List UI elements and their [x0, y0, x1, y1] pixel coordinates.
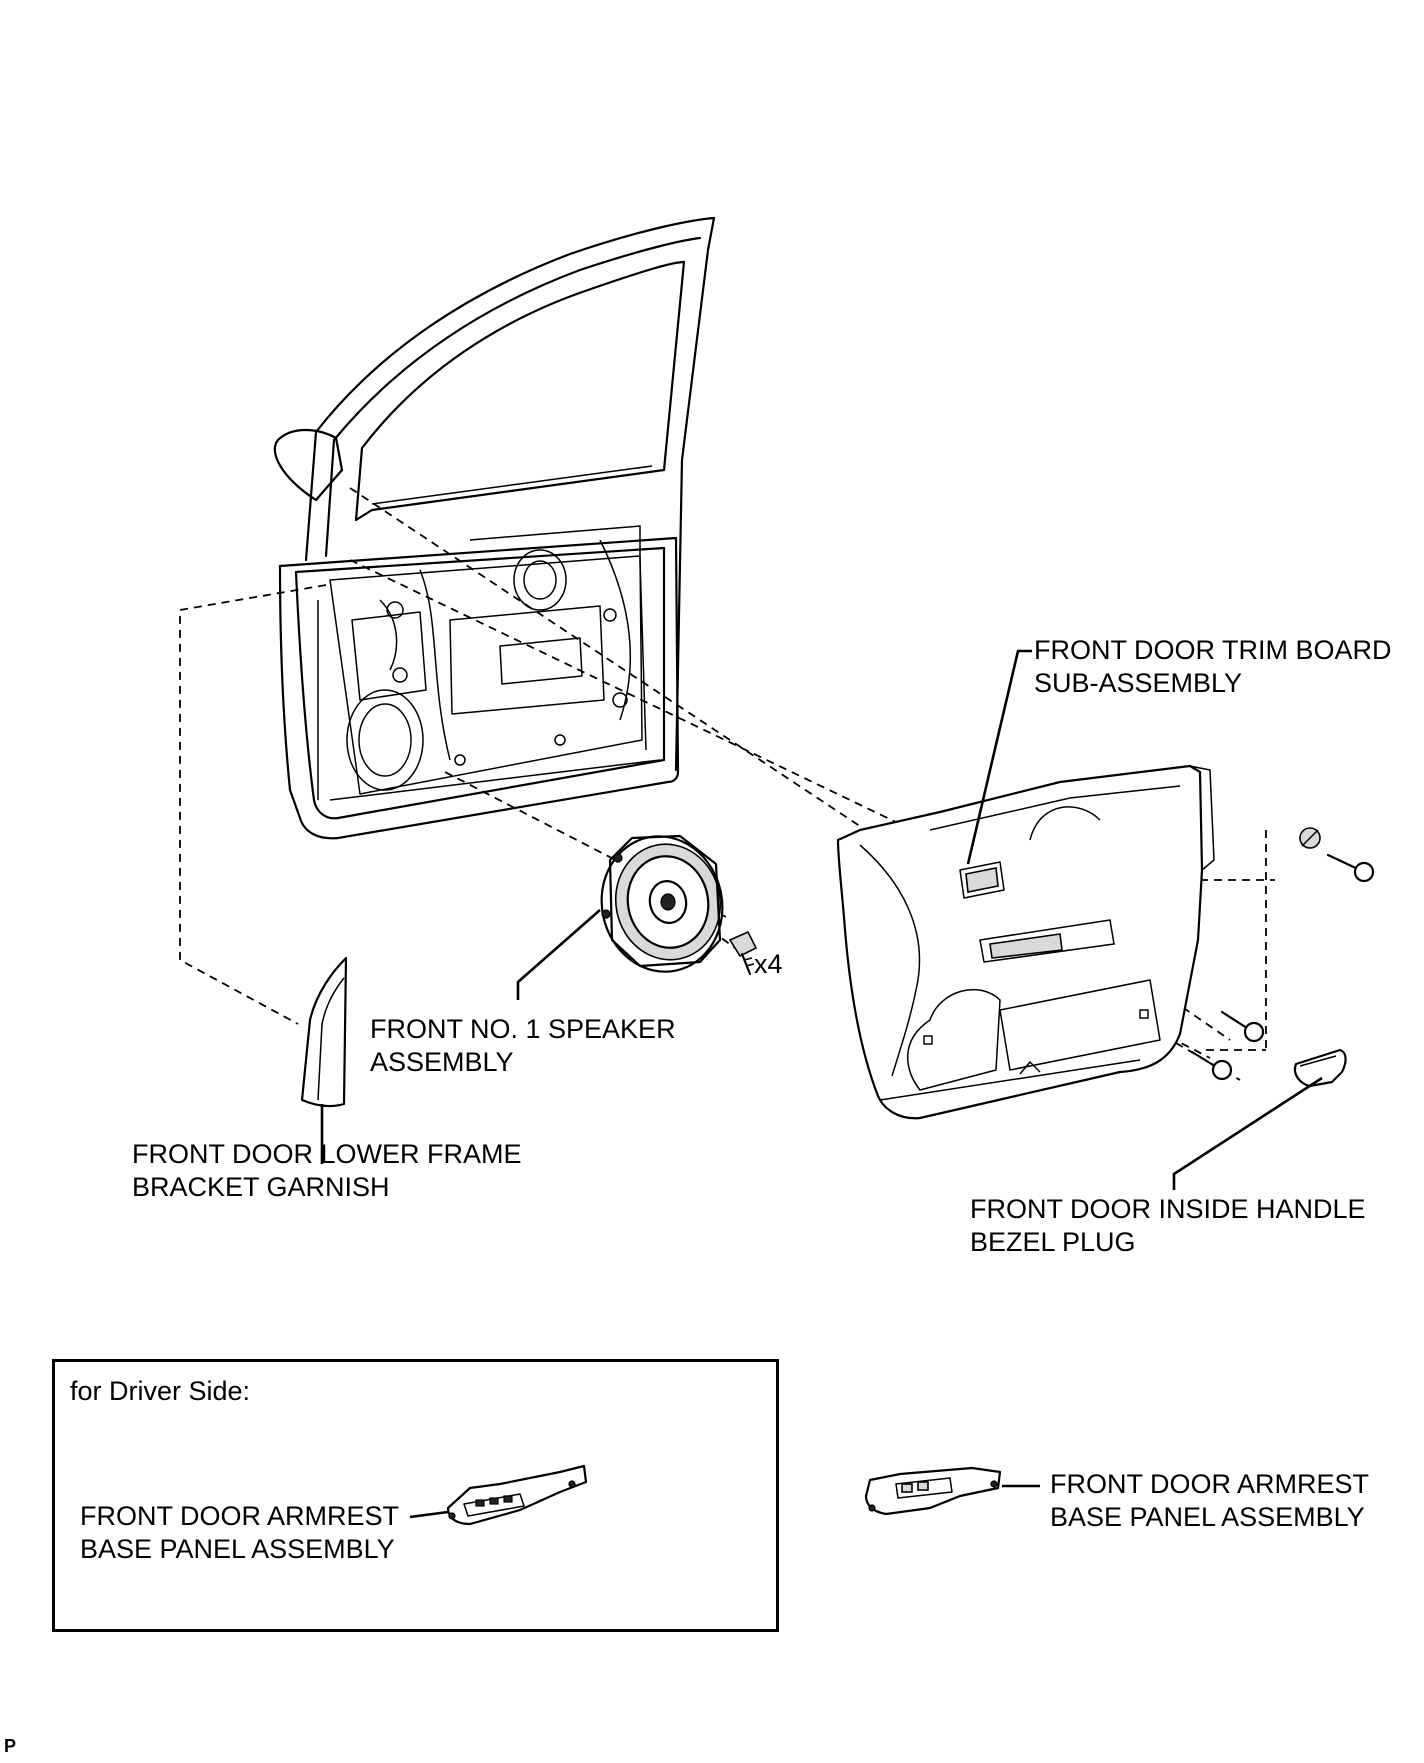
speaker-label-line-1: FRONT NO. 1 SPEAKER: [370, 1014, 676, 1044]
leader-lines: [320, 649, 1323, 1519]
armrest-panel-icon: [446, 1464, 588, 1526]
garnish-label-line-2: BRACKET GARNISH: [132, 1172, 390, 1202]
armrest-panel-icon: [864, 1466, 1002, 1516]
armrest-right-label-line-1: FRONT DOOR ARMREST: [1050, 1469, 1370, 1499]
driver-side-inset-frame: [52, 1359, 779, 1632]
screw-icon: [728, 930, 758, 976]
trim-board-icon: [836, 764, 1215, 1120]
armrest-right-label-line-2: BASE PANEL ASSEMBLY: [1050, 1502, 1365, 1532]
garnish-label-line-1: FRONT DOOR LOWER FRAME: [132, 1139, 522, 1169]
quantity-label: x4: [754, 949, 783, 979]
door-frame-icon: [273, 216, 716, 840]
bezel-plug-label-line-2: BEZEL PLUG: [970, 1227, 1136, 1257]
corner-mark: P: [4, 1736, 17, 1756]
speaker-icon: [600, 834, 724, 973]
bezel-plug-label-line-1: FRONT DOOR INSIDE HANDLE: [970, 1194, 1366, 1224]
bezel-plug-icon: [1293, 1048, 1347, 1088]
screw-icon: [1190, 853, 1375, 1081]
garnish-icon: [300, 956, 348, 1108]
armrest-inset-label-line-1: FRONT DOOR ARMREST: [80, 1501, 400, 1531]
clip-icon: [1299, 827, 1321, 849]
trim-board-label-line-1: FRONT DOOR TRIM BOARD: [1034, 635, 1392, 665]
speaker-label-line-2: ASSEMBLY: [370, 1047, 514, 1077]
armrest-inset-label-line-2: BASE PANEL ASSEMBLY: [80, 1534, 395, 1564]
inset-title: for Driver Side:: [70, 1376, 251, 1406]
trim-board-label-line-2: SUB-ASSEMBLY: [1034, 668, 1243, 698]
